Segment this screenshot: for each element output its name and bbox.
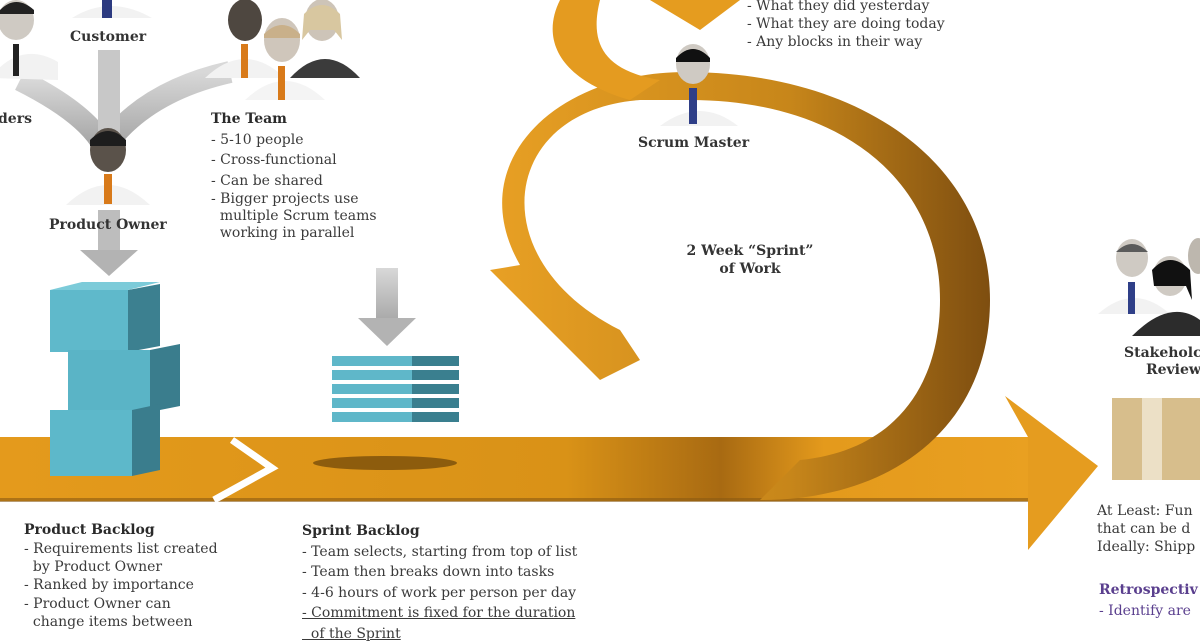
sprint-label-line1: 2 Week “Sprint”: [660, 242, 840, 260]
scrum-master-label: Scrum Master: [638, 135, 749, 151]
daily-scrum-item: - Any blocks in their way: [747, 33, 945, 51]
sprint-backlog-item: - Team then breaks down into tasks: [302, 562, 577, 583]
sprint-label-line2: of Work: [660, 260, 840, 278]
deliverable-description: At Least: Fun that can be d Ideally: Shi…: [1097, 502, 1195, 556]
team-title: The Team: [211, 109, 377, 130]
sprint-backlog-description: Sprint Backlog - Team selects, starting …: [302, 521, 577, 644]
sprint-backlog-commitment: - Commitment is fixed for the duration: [302, 603, 577, 624]
team-item: - 5-10 people: [211, 130, 377, 151]
retrospective-title: Retrospectiv: [1099, 580, 1198, 601]
retrospective-description: Retrospectiv - Identify are: [1099, 580, 1198, 621]
deliverable-item: that can be d: [1097, 520, 1195, 538]
team-item: working in parallel: [211, 225, 377, 242]
product-backlog-item: by Product Owner: [24, 558, 218, 576]
sprint-backlog-title: Sprint Backlog: [302, 521, 577, 542]
sprint-backlog-item: - Team selects, starting from top of lis…: [302, 542, 577, 563]
product-backlog-item: - Requirements list created: [24, 541, 218, 558]
stakeholder-review-line2: Review: [1124, 362, 1200, 379]
daily-scrum-item: - What they did yesterday: [747, 0, 945, 15]
customer-label: Customer: [70, 29, 146, 45]
stakeholder-review-line1: Stakeholc: [1124, 345, 1200, 362]
product-box: [1112, 398, 1200, 480]
daily-scrum-list: - What they did yesterday - What they ar…: [747, 0, 945, 51]
team-item: multiple Scrum teams: [211, 208, 377, 225]
sprint-backlog-stack: [332, 356, 459, 422]
stakeholder-review-label: Stakeholc Review: [1124, 345, 1200, 379]
sprint-backlog-item: - 4-6 hours of work per person per day: [302, 583, 577, 604]
team-description: The Team - 5-10 people - Cross-functiona…: [211, 109, 377, 242]
product-backlog-description: Product Backlog - Requirements list crea…: [24, 521, 218, 633]
deliverable-item: Ideally: Shipp: [1097, 538, 1195, 556]
sprint-label: 2 Week “Sprint” of Work: [660, 242, 840, 278]
product-backlog-item: - Product Owner can: [24, 595, 218, 613]
product-owner-label: Product Owner: [49, 217, 167, 233]
team-item: - Bigger projects use: [211, 191, 377, 208]
retrospective-item: - Identify are: [1099, 601, 1198, 622]
sprint-backlog-commitment-cont: of the Sprint: [302, 624, 577, 644]
team-item: - Can be shared: [211, 171, 377, 192]
daily-scrum-item: - What they are doing today: [747, 15, 945, 33]
deliverable-item: At Least: Fun: [1097, 502, 1195, 520]
stakeholders-label: ders: [0, 111, 32, 127]
team-item: - Cross-functional: [211, 150, 377, 171]
product-backlog-title: Product Backlog: [24, 521, 218, 541]
product-backlog-item: - Ranked by importance: [24, 576, 218, 596]
